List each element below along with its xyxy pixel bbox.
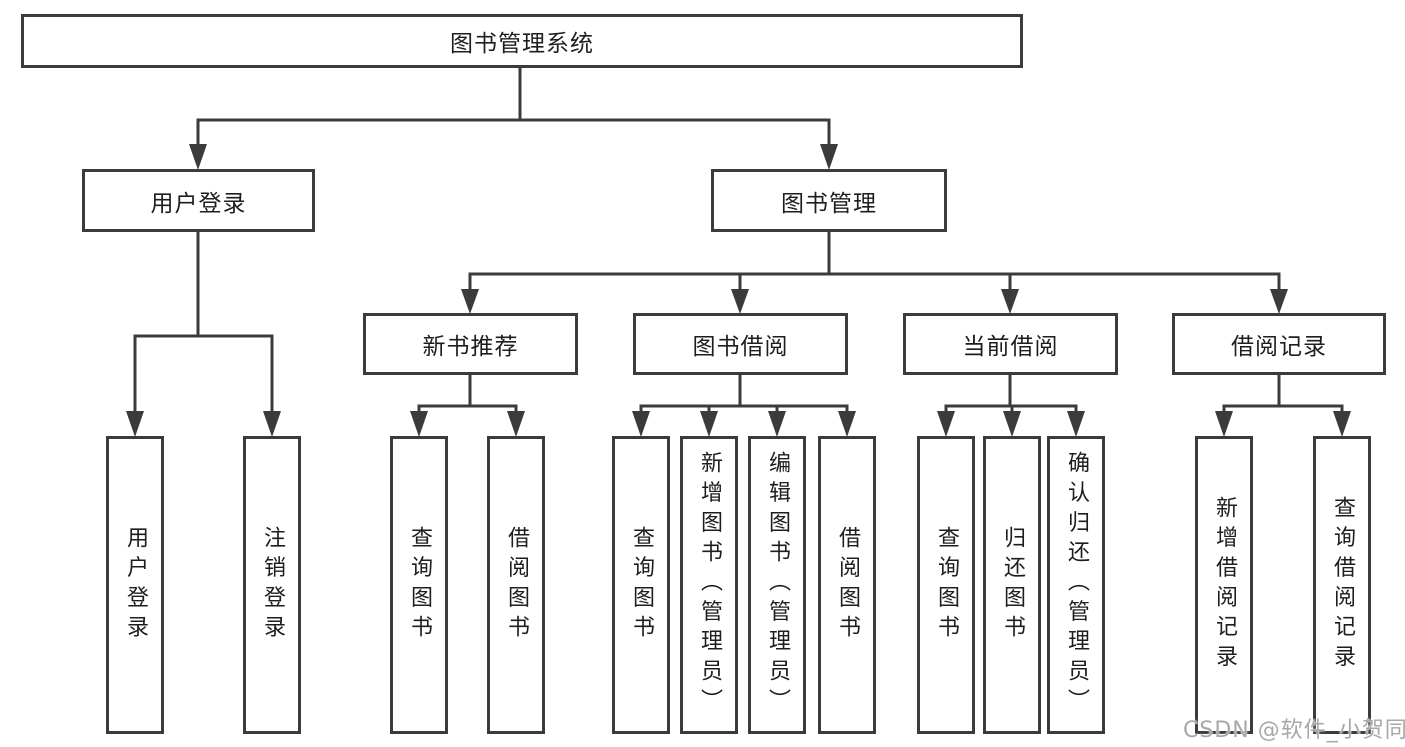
node-label: 借阅记录 xyxy=(1231,334,1327,360)
node-book-management: 图书管理 xyxy=(711,169,947,232)
leaf-label: 查询图书 xyxy=(934,525,959,645)
node-label: 图书管理 xyxy=(781,190,877,217)
leaf-label: 归还图书 xyxy=(1000,525,1025,645)
leaf-logout: 注销登录 xyxy=(243,436,301,734)
leaf-current-query-books: 查询图书 xyxy=(917,436,975,734)
node-borrowing-records: 借阅记录 xyxy=(1172,313,1386,375)
leaf-borrowing-query-books: 查询图书 xyxy=(612,436,670,734)
node-label: 用户登录 xyxy=(150,190,247,217)
node-book-borrowing: 图书借阅 xyxy=(633,313,848,375)
node-label: 当前借阅 xyxy=(962,334,1059,360)
leaf-add-book-admin: 新增图书（管理员） xyxy=(680,436,738,734)
leaf-label: 借阅图书 xyxy=(835,525,860,645)
leaf-label: 查询借阅记录 xyxy=(1330,495,1355,675)
leaf-newbooks-query-books: 查询图书 xyxy=(390,436,448,734)
leaf-return-book: 归还图书 xyxy=(983,436,1041,734)
leaf-user-login: 用户登录 xyxy=(106,436,164,734)
node-label: 图书管理系统 xyxy=(450,31,594,57)
leaf-label: 编辑图书（管理员） xyxy=(765,451,790,719)
leaf-label: 借阅图书 xyxy=(504,525,529,645)
connector-lines xyxy=(133,68,1344,414)
leaf-label: 新增借阅记录 xyxy=(1212,495,1237,675)
leaf-borrowing-borrow-books: 借阅图书 xyxy=(818,436,876,734)
leaf-confirm-return-admin: 确认归还（管理员） xyxy=(1047,436,1105,734)
node-root-system: 图书管理系统 xyxy=(21,14,1023,68)
node-new-book-recommend: 新书推荐 xyxy=(363,313,578,375)
leaf-label: 确认归还（管理员） xyxy=(1064,451,1089,719)
node-label: 新书推荐 xyxy=(422,334,519,360)
leaf-edit-book-admin: 编辑图书（管理员） xyxy=(748,436,806,734)
node-user-login: 用户登录 xyxy=(82,169,315,232)
leaf-add-borrow-record: 新增借阅记录 xyxy=(1195,436,1253,734)
leaf-label: 查询图书 xyxy=(629,525,654,645)
arrowhead-icons xyxy=(126,144,1351,437)
leaf-label: 用户登录 xyxy=(123,525,148,645)
leaf-label: 注销登录 xyxy=(260,525,285,645)
node-current-borrowing: 当前借阅 xyxy=(903,313,1118,375)
leaf-label: 新增图书（管理员） xyxy=(697,451,722,719)
leaf-newbooks-borrow-books: 借阅图书 xyxy=(487,436,545,734)
node-label: 图书借阅 xyxy=(692,334,789,360)
leaf-label: 查询图书 xyxy=(407,525,432,645)
csdn-watermark: CSDN @软件_小贺同学 xyxy=(1183,718,1405,743)
leaf-query-borrow-record: 查询借阅记录 xyxy=(1313,436,1371,734)
